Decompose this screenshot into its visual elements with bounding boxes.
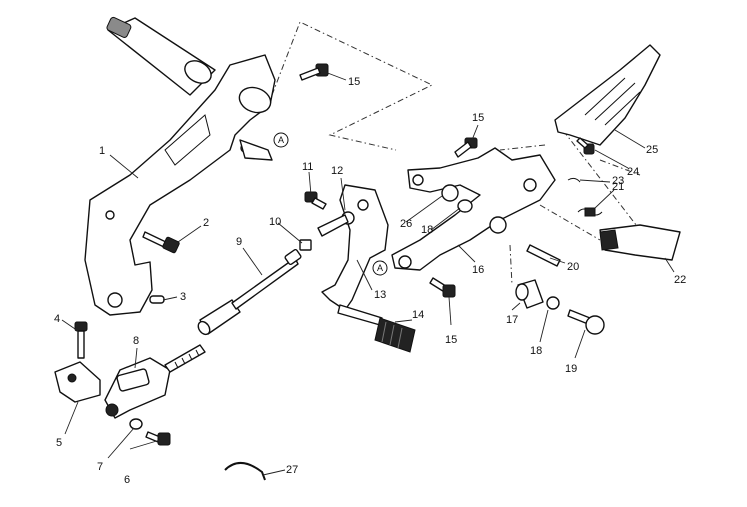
callout-19: 19 [565,363,577,375]
callout-18-low: 18 [530,345,542,357]
reference-marker-letter: A [278,135,284,145]
callout-14: 14 [412,309,424,321]
screw-24 [576,137,595,155]
callout-18-top: 18 [421,224,433,236]
footpeg-22 [599,224,681,261]
master-cylinder-8 [104,344,206,419]
bolt-11 [304,191,327,210]
washer-18-low [546,296,560,310]
clamp-27 [224,462,266,481]
callout-10: 10 [269,216,281,228]
callout-24: 24 [627,166,639,178]
bolt-6 [145,431,171,446]
callout-15-top: 15 [348,76,360,88]
alignment-lines [271,21,641,286]
callout-7: 7 [97,461,103,473]
callout-6: 6 [124,474,130,486]
callout-21: 21 [612,181,624,193]
callout-22: 22 [674,274,686,286]
clip-23 [567,177,581,183]
callout-20: 20 [567,261,579,273]
bushing-17 [515,279,544,309]
callout-9: 9 [236,236,242,248]
left-footrest-bracket [84,16,276,316]
leader-lines [61,71,675,476]
callout-8: 8 [133,335,139,347]
bushing-18-top [457,199,473,213]
callout-5: 5 [56,437,62,449]
peg-tube-end [106,16,132,38]
callout-26: 26 [400,218,412,230]
callout-2: 2 [203,217,209,229]
callout-16: 16 [472,264,484,276]
callout-4: 4 [54,313,60,325]
callout-3: 3 [180,291,186,303]
pin-20 [526,244,561,267]
callout-23: 23 [612,175,624,187]
pushrod-9 [197,248,302,336]
bolt-15-mid [454,137,478,158]
gear-lever-13 [317,184,389,311]
pin-3 [149,295,165,304]
callout-27: 27 [286,464,298,476]
bolt-19 [567,309,605,335]
callout-1: 1 [99,145,105,157]
reference-marker-letter: A [377,263,383,273]
bolt-2 [142,231,180,254]
bolt-15-low [429,277,456,298]
reference-marker-a-1: A [273,132,289,148]
callout-11: 11 [302,161,313,173]
bolt-4 [74,321,88,359]
nut-10 [299,239,312,251]
callout-15-mid: 15 [472,112,484,124]
callout-13: 13 [374,289,386,301]
washer-7 [129,418,143,430]
right-footrest-bracket-16 [391,147,556,271]
callout-25: 25 [646,144,658,156]
callout-17: 17 [506,314,518,326]
clevis-5 [54,361,101,403]
bolt-15-top [299,63,329,81]
callout-labels: 1 2 3 4 5 6 7 8 9 10 11 12 13 14 15 15 1… [54,76,686,486]
callout-12: 12 [331,165,343,177]
callout-15-low: 15 [445,334,457,346]
reference-marker-a-2: A [372,260,388,276]
spring-21 [577,207,603,217]
heel-guard-25 [554,44,661,146]
washer-26 [441,184,459,202]
rubber-peg-14 [337,304,416,353]
